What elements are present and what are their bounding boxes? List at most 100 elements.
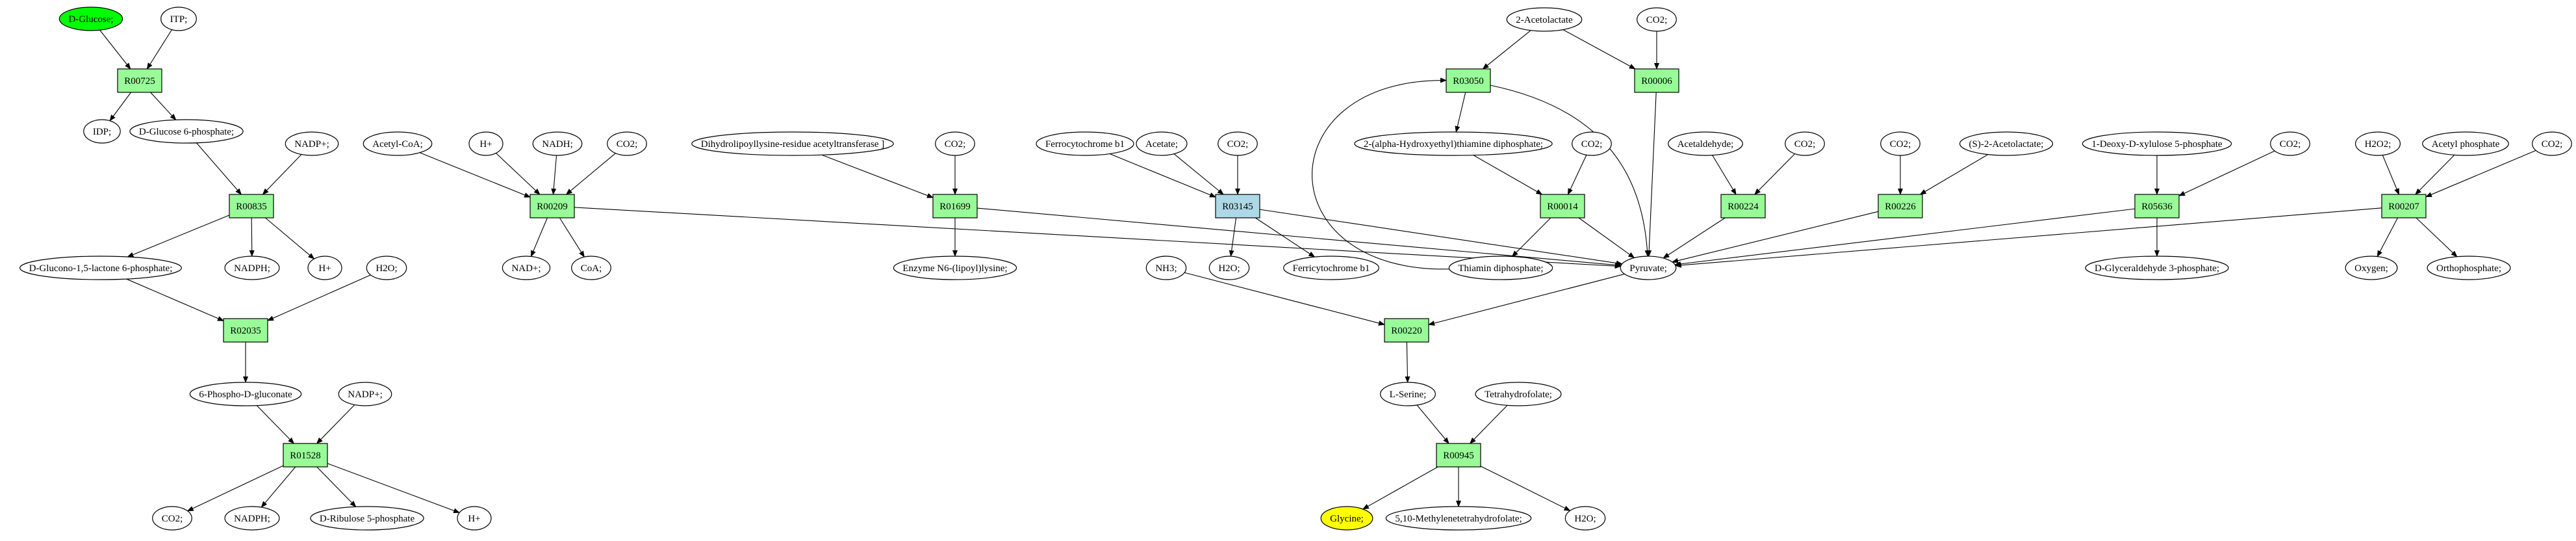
node-label: Pyruvate;	[1629, 263, 1667, 274]
compound-ellipse	[1136, 131, 1188, 156]
node-label: R03050	[1453, 76, 1484, 86]
compound-node-glycine: Glycine;	[1320, 506, 1373, 531]
edge-r_R00014-to-c_thiamin	[1511, 217, 1551, 257]
reaction-box	[1215, 194, 1260, 218]
compound-node-co2-j: CO2;	[2532, 131, 2572, 156]
reaction-box	[529, 194, 575, 218]
edge-c_acetate-to-r_R03145	[1173, 153, 1224, 195]
compound-node-acetolactate: 2-Acetolactate	[1506, 7, 1583, 32]
edge-c_acetylcoa-to-r_R00209	[419, 152, 531, 198]
reaction-box	[1540, 194, 1585, 218]
compound-node-orthophosphate: Orthophosphate;	[2427, 256, 2511, 280]
node-label: R00006	[1641, 76, 1672, 86]
compound-node-coa: CoA;	[571, 256, 611, 280]
compound-ellipse	[935, 131, 975, 156]
node-label: CO2;	[2280, 139, 2301, 150]
compound-node-acetaldehyde: Acetaldehyde;	[1668, 131, 1743, 156]
edge-c_acetylphosphate-to-r_R00207	[2415, 154, 2455, 195]
compound-ellipse	[1668, 131, 1743, 156]
edge-r_R03145-to-c_h2o2	[1229, 217, 1237, 257]
node-label: Oxygen;	[2354, 263, 2388, 274]
compound-ellipse	[2082, 131, 2232, 156]
compound-ellipse	[2427, 256, 2511, 280]
compound-ellipse	[19, 256, 182, 280]
edge-r_R01699-to-c_pyruvate	[976, 207, 1622, 268]
reaction-node-r00945: R00945	[1436, 443, 1481, 468]
compound-ellipse	[2354, 131, 2401, 156]
compound-ellipse	[532, 131, 583, 156]
compound-ellipse	[58, 7, 123, 31]
compound-ellipse	[366, 256, 407, 280]
compound-ellipse	[2532, 131, 2572, 156]
compound-ellipse	[457, 506, 492, 531]
node-label: D-Glyceraldehyde 3-phosphate;	[2095, 263, 2219, 274]
compound-node-pyruvate: Pyruvate;	[1620, 256, 1677, 280]
edge-c_thf-to-r_R00945	[1469, 405, 1508, 444]
reaction-node-r00220: R00220	[1384, 318, 1429, 343]
edge-c_pyruvate-to-r_R00220	[1428, 273, 1625, 326]
edge-c_co2_j-to-r_R00207	[2425, 150, 2536, 198]
reaction-node-r00725: R00725	[117, 68, 162, 93]
edge-r_R00226-to-c_pyruvate	[1671, 211, 1879, 263]
node-label: R00014	[1547, 202, 1578, 212]
compound-ellipse	[363, 131, 433, 156]
node-label: R00220	[1391, 326, 1422, 336]
node-label: NAD+;	[511, 263, 541, 274]
edge-r_R00014-to-c_pyruvate	[1578, 217, 1635, 259]
edge-c_thiamin-to-r_R03050	[1312, 77, 1449, 270]
node-label: R00224	[1728, 202, 1759, 212]
node-label: D-Glucose 6-phosphate;	[139, 127, 234, 137]
compound-ellipse	[338, 382, 392, 406]
compound-node-h2: H+	[457, 506, 492, 531]
node-label: NADH;	[542, 139, 573, 150]
edge-c_hydroxyethyl-to-r_R00014	[1473, 155, 1543, 195]
compound-node-g3p: D-Glyceraldehyde 3-phosphate;	[2085, 256, 2229, 280]
reaction-node-r01699: R01699	[932, 194, 978, 218]
reaction-box	[2134, 194, 2180, 218]
node-label: 5,10-Methylenetetrahydrofolate;	[1395, 514, 1522, 524]
edge-c_dglucose-to-r_R00725	[99, 29, 131, 70]
node-label: CO2;	[162, 514, 183, 524]
reaction-box	[1720, 194, 1766, 218]
node-label: Ferrocytochrome b1	[1045, 139, 1125, 150]
node-label: Enzyme N6-(lipoyl)lysine;	[902, 263, 1007, 274]
reaction-box	[1878, 194, 1923, 218]
node-label: H+	[468, 514, 480, 524]
compound-node-h2o2-peroxide: H2O2;	[2354, 131, 2401, 156]
edge-r_R01528-to-c_ribulose	[316, 466, 357, 508]
node-label: Thiamin diphosphate;	[1458, 263, 1543, 274]
node-label: H2O2;	[2365, 139, 2391, 150]
compound-node-acetylcoa: Acetyl-CoA;	[363, 131, 433, 156]
compound-node-serine: L-Serine;	[1380, 382, 1436, 406]
compound-node-co2-f: CO2;	[1572, 131, 1612, 156]
edge-c_dihydro-to-r_R01699	[821, 154, 934, 198]
compound-ellipse	[1385, 506, 1532, 531]
node-label: R00226	[1885, 202, 1916, 212]
node-label: Glycine;	[1330, 514, 1364, 524]
node-label: R02035	[230, 326, 261, 336]
edge-c_nadh-to-r_R00209	[551, 155, 557, 195]
reaction-box	[117, 68, 162, 93]
reaction-box	[1384, 318, 1429, 343]
node-label: CO2;	[1646, 15, 1668, 25]
reaction-node-r00835: R00835	[229, 194, 274, 218]
node-label: ITP;	[170, 14, 188, 25]
compound-ellipse	[1620, 256, 1677, 280]
compound-ellipse	[1880, 131, 1920, 156]
compound-node-co2-h: CO2;	[1880, 131, 1920, 156]
compound-node-dihydro: Dihydrolipoyllysine-residue acetyltransf…	[691, 131, 894, 156]
compound-node-h2o3: H2O;	[1564, 506, 1606, 531]
reaction-node-r01528: R01528	[283, 443, 328, 468]
compound-ellipse	[1506, 7, 1583, 32]
compound-ellipse	[2422, 131, 2509, 156]
node-label: R00207	[2388, 202, 2419, 212]
compound-ellipse	[1380, 382, 1436, 406]
compound-node-glucono: D-Glucono-1,5-lactone 6-phosphate;	[19, 256, 182, 280]
node-label: R03145	[1222, 202, 1253, 212]
compound-node-thiamin: Thiamin diphosphate;	[1448, 256, 1553, 280]
reaction-box	[2381, 194, 2427, 218]
edge-c_g6p-to-r_R00835	[196, 142, 242, 195]
compound-node-nadp1: NADP+;	[285, 131, 339, 156]
node-label: Ferricytochrome b1	[1293, 263, 1370, 274]
